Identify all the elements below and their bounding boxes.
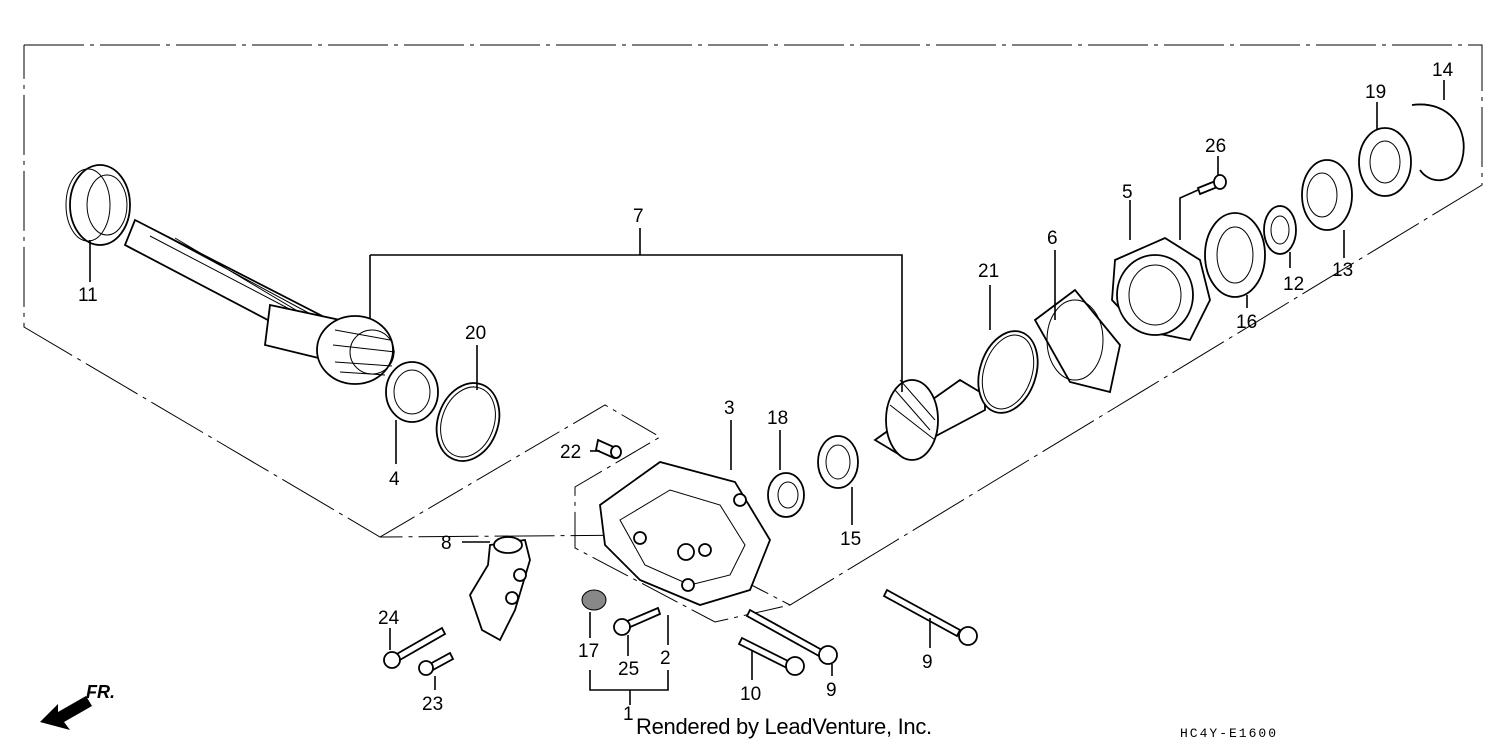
callout-12[interactable]: 12 [1283,274,1304,295]
shim-part-4[interactable] [385,361,439,423]
callout-18[interactable]: 18 [767,408,788,429]
callout-14[interactable]: 14 [1432,60,1454,81]
bearing-part-16[interactable] [1204,212,1266,298]
shaft-gear-part-7[interactable] [123,218,396,385]
joint-part-8[interactable] [469,536,531,642]
bearing-part-18[interactable] [767,472,805,518]
cap-part-17[interactable] [581,589,607,611]
callout-6[interactable]: 6 [1047,228,1058,249]
oil-seal-part-13[interactable] [1301,159,1353,231]
callout-4[interactable]: 4 [389,469,400,490]
case-cover-part-3[interactable] [599,461,772,606]
housing-part-5[interactable] [1111,236,1211,342]
bolt-part-9-upper[interactable] [882,588,978,646]
callout-15[interactable]: 15 [840,529,861,550]
snap-ring-part-14[interactable] [1411,103,1465,182]
gasket-part-6[interactable] [1033,288,1121,394]
callout-8[interactable]: 8 [441,533,452,554]
bearing-part-15[interactable] [817,435,859,489]
callout-7[interactable]: 7 [633,206,644,227]
callout-3[interactable]: 3 [724,398,735,419]
bolt-part-9-lower[interactable] [745,608,838,665]
dowel-pin-part-22[interactable] [594,438,622,460]
case-group-outline [379,404,791,623]
callout-26[interactable]: 26 [1205,136,1226,157]
front-direction-label: FR. [86,682,115,702]
callout-9-upper[interactable]: 9 [922,652,933,673]
callout-19[interactable]: 19 [1365,82,1386,103]
render-credit: Rendered by LeadVenture, Inc. [636,714,932,739]
front-direction-indicator: FR. [40,682,115,730]
callout-25[interactable]: 25 [618,659,639,680]
callout-20[interactable]: 20 [465,323,486,344]
gear-part-12[interactable] [1263,205,1297,255]
o-ring-part-20[interactable] [426,374,510,470]
callout-11[interactable]: 11 [78,285,98,306]
front-arrow-icon [40,696,92,730]
o-ring-part-21[interactable] [968,323,1047,420]
bolt-part-10[interactable] [737,636,805,676]
callout-17[interactable]: 17 [578,641,599,662]
callout-labels: 1 2 3 4 5 6 7 8 9 9 10 11 12 13 14 15 16… [78,60,1454,725]
callout-21[interactable]: 21 [978,261,999,282]
callout-23[interactable]: 23 [422,694,443,715]
callout-13[interactable]: 13 [1332,260,1353,281]
bolt-part-26[interactable] [1196,174,1227,196]
pinion-gear-part-7[interactable] [873,378,986,461]
callout-10[interactable]: 10 [740,684,761,705]
oil-seal-part-11[interactable] [65,164,131,246]
bearing-part-19[interactable] [1358,127,1412,197]
bolt-part-23[interactable] [418,651,455,676]
callout-5[interactable]: 5 [1122,182,1133,203]
diagram-code: HC4Y-E1600 [1180,726,1279,741]
callout-22[interactable]: 22 [560,442,581,463]
callout-1[interactable]: 1 [623,704,634,725]
bolt-part-25[interactable] [613,606,662,636]
callout-16[interactable]: 16 [1236,312,1257,333]
bolt-part-24[interactable] [383,626,447,669]
callout-9-lower[interactable]: 9 [826,680,837,701]
leader-lines [89,80,1445,705]
callout-24[interactable]: 24 [378,608,400,629]
callout-2[interactable]: 2 [660,648,671,669]
